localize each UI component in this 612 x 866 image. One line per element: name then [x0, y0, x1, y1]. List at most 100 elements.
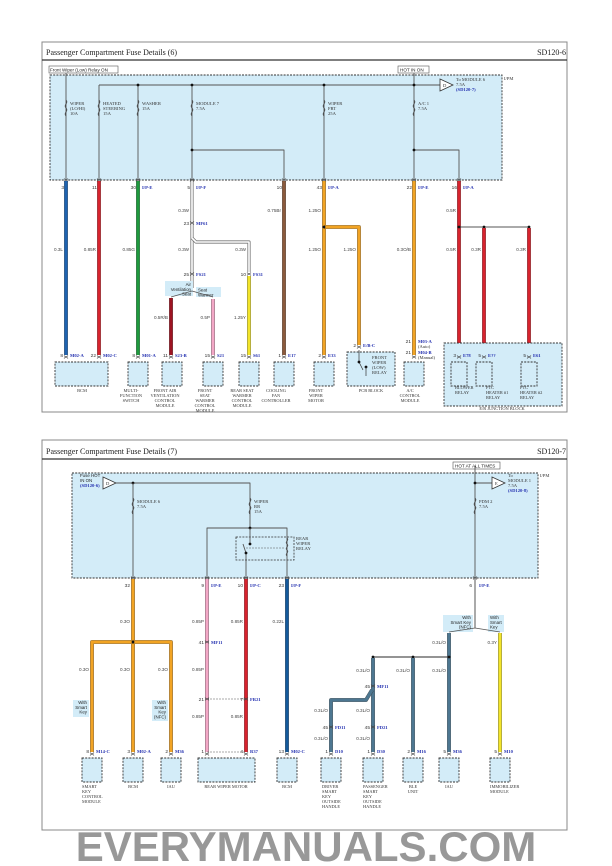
component-name: E/R JUNCTION BLOCK: [479, 406, 525, 411]
wire-gauge-label: 0.85R: [84, 247, 97, 252]
component-name: MODULE: [233, 403, 252, 408]
connector-pin-icon: [168, 355, 174, 359]
pin-number: 1: [367, 749, 370, 755]
pin-number: 45: [323, 725, 329, 731]
component-box: [81, 757, 103, 783]
connector-pin-icon: [189, 272, 195, 276]
wire-gauge-label: 0.85P: [192, 714, 204, 719]
pin-number: 2: [407, 749, 410, 755]
connector-id: S21: [217, 353, 225, 358]
junction-dot: [244, 551, 248, 555]
connector-id: M36: [453, 749, 463, 754]
fuse-label: WIPER: [254, 499, 269, 504]
pin-number: 5: [494, 749, 497, 755]
pin-number: 9: [201, 583, 204, 589]
component-name: SEAT: [200, 393, 211, 398]
pin-number: 5: [523, 353, 526, 359]
connector-id: E/B-C: [363, 343, 375, 348]
connector-pin-icon: [63, 178, 69, 182]
connector-pin-icon: [497, 752, 503, 756]
connector-id: E33: [328, 353, 336, 358]
pin-number: 8: [132, 353, 135, 359]
connector-id: M02-A: [137, 749, 151, 754]
pcb-block-box: [346, 351, 396, 387]
connector-id: E78: [463, 353, 471, 358]
component-box: [520, 361, 538, 387]
component-box: [320, 757, 342, 783]
pin-number: 3: [127, 749, 130, 755]
from-fuse-label: Fuse HOT: [80, 473, 101, 478]
pin-number: 7: [240, 697, 243, 703]
pin-number: 15: [241, 353, 247, 359]
pin-number: 15: [205, 353, 211, 359]
fuse-icon: [97, 99, 101, 117]
connector-id: R37: [250, 749, 259, 754]
wire-gauge-label: 0.85P: [192, 667, 204, 672]
wire-gauge-label: 0.85R: [231, 619, 244, 624]
junction-dot: [248, 542, 252, 546]
wire-gauge-label: 0.85G: [122, 247, 135, 252]
wire-orange-branch: [324, 225, 361, 345]
wire-gauge-label: 1.25O: [308, 247, 321, 252]
pin-number: 13: [279, 749, 285, 755]
wire-gauge-label: 0.3L/O: [356, 736, 370, 741]
variant-label: (Manual): [418, 355, 436, 360]
wire-gauge-label: 0.85P: [192, 619, 204, 624]
ipm-label: I/PM: [540, 473, 549, 478]
pin-number: 25: [184, 272, 190, 278]
component-name: BLOWER: [455, 385, 474, 390]
relay-state-label: Front Wiper (Low) Relay ON: [50, 68, 108, 73]
connector-pin-icon: [243, 752, 249, 756]
component-name: CONTROL: [82, 794, 103, 799]
internal-line: [192, 149, 285, 180]
wire-gauge-label: 0.3L/O: [314, 708, 328, 713]
connector-id: FD21: [377, 725, 388, 730]
connector-id: M14-C: [96, 749, 110, 754]
pin-number: 45: [365, 725, 371, 731]
connector-pin-icon: [168, 752, 174, 756]
fuse-icon: [190, 99, 194, 117]
connector-pin-icon: [130, 576, 136, 580]
connector-id: I/P-C: [250, 583, 261, 588]
component-name: FUNCTION: [120, 393, 143, 398]
option-tag: [196, 287, 221, 297]
option-tag: [443, 615, 473, 632]
pin-number: 10: [238, 583, 244, 589]
component-box: [276, 757, 298, 783]
pin-number: 5: [443, 749, 446, 755]
component-box: [438, 757, 460, 783]
component-name: MODULE: [156, 403, 175, 408]
component-name: SWITCH: [123, 398, 141, 403]
pin-number: 11: [163, 353, 168, 359]
connector-pin-icon: [321, 355, 327, 359]
component-name: SMART: [322, 789, 337, 794]
fuse-icon: [322, 99, 326, 117]
fuse-label: 15A: [254, 509, 263, 514]
component-name: BCM: [77, 388, 87, 393]
pin-letter: D: [106, 481, 110, 486]
connector-id: I/P-E: [211, 583, 221, 588]
page-code: SD120-6: [537, 48, 566, 57]
junction-dot: [190, 148, 194, 152]
option-tag-label: Smart: [154, 705, 166, 710]
pin-number: 32: [125, 583, 131, 589]
component-name: MULTI-: [124, 388, 139, 393]
connector-id: I/P-A: [463, 185, 474, 190]
fuse-label: WIPER: [328, 101, 343, 106]
component-name: SMART: [363, 789, 378, 794]
fuse-icon: [412, 99, 416, 117]
option-tag-label: With: [490, 615, 499, 620]
component-name: KEY: [363, 794, 373, 799]
ipm-label: I/PM: [504, 76, 513, 81]
wire-gauge-label: 0.5R: [446, 208, 456, 213]
connector-id: D30: [377, 749, 386, 754]
fuse-icon: [136, 99, 140, 117]
pin-number: 1: [325, 749, 328, 755]
pin-number: 21: [406, 350, 412, 356]
junction-dot: [412, 148, 416, 152]
junction-dot: [357, 360, 361, 364]
wire-gauge-label: 0.3R: [516, 247, 526, 252]
fuse-label: WIPER: [70, 101, 85, 106]
connector-pin-icon: [246, 355, 252, 359]
component-name: BCM: [282, 784, 292, 789]
